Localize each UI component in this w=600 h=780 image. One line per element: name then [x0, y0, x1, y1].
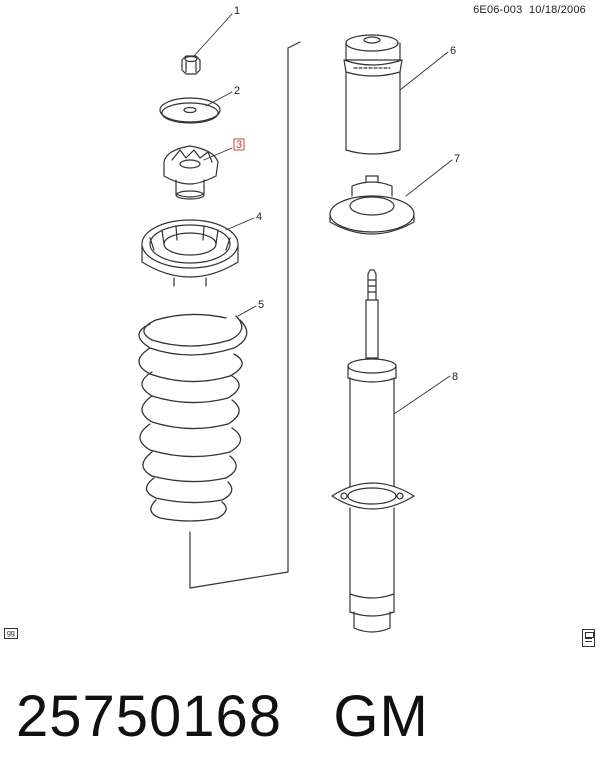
callout-3-box	[233, 138, 245, 151]
part-1-nut	[181, 55, 201, 75]
header-code: 6E06-003	[473, 4, 523, 16]
callout-4: 4	[256, 211, 262, 223]
callout-3: 3	[236, 139, 242, 151]
callout-2: 2	[234, 85, 240, 97]
part-number: 25750168	[16, 684, 283, 749]
callout-6: 6	[450, 45, 456, 57]
header-date: 10/18/2006	[528, 4, 586, 16]
callout-1: 1	[234, 5, 240, 17]
exploded-parts-diagram: 1 2 3 4 5 6 7 8	[138, 5, 460, 633]
part-3-insulator	[163, 145, 219, 200]
document-icon	[582, 629, 595, 647]
part-4-spring-seat	[141, 219, 239, 287]
callout-5: 5	[258, 299, 264, 311]
part-2-washer	[159, 97, 221, 124]
brand-name: GM	[333, 684, 429, 749]
callout-8: 8	[452, 371, 458, 383]
diagram-badge: gg	[4, 628, 18, 639]
part-5-coil-spring	[138, 313, 248, 522]
leader-lines	[193, 13, 453, 415]
part-6-dust-boot	[343, 34, 403, 155]
part-7-bumper-seat	[329, 175, 415, 235]
part-footer: 25750168 GM	[16, 683, 429, 750]
callout-7: 7	[454, 153, 460, 165]
diagram-header: 6E06-003 10/18/2006	[473, 4, 586, 16]
part-8-strut	[331, 269, 415, 633]
assembly-connector-line	[189, 41, 301, 589]
